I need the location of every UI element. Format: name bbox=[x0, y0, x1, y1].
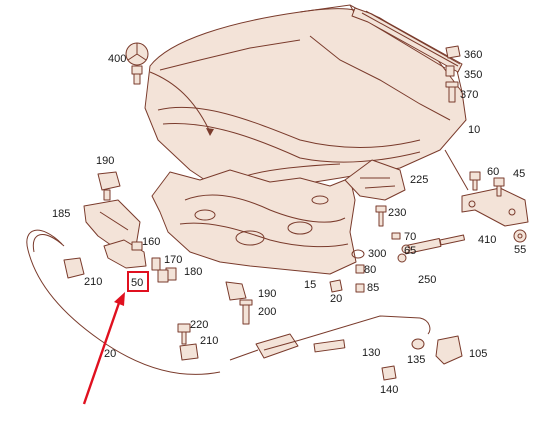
label-190-lower: 190 bbox=[258, 288, 276, 300]
red-pointer-arrow bbox=[82, 299, 122, 405]
hood-hinge[interactable] bbox=[461, 187, 529, 227]
label-370: 370 bbox=[460, 89, 478, 101]
label-60: 60 bbox=[487, 166, 499, 178]
cable-holder-190[interactable] bbox=[97, 171, 121, 201]
ring-300[interactable] bbox=[351, 249, 365, 259]
lock-210[interactable] bbox=[63, 257, 85, 279]
label-20-upper: 20 bbox=[330, 293, 342, 305]
part-labels: 400 360 350 370 10 190 185 160 170 180 2… bbox=[52, 49, 526, 396]
red-arrowhead bbox=[114, 292, 125, 306]
nut-55[interactable] bbox=[513, 229, 527, 243]
label-250: 250 bbox=[418, 274, 436, 286]
hood-assembly[interactable] bbox=[144, 4, 467, 195]
buffer-350[interactable] bbox=[445, 65, 455, 77]
label-350: 350 bbox=[464, 69, 482, 81]
label-80: 80 bbox=[364, 264, 376, 276]
label-300: 300 bbox=[368, 248, 386, 260]
emblem-arrowhead bbox=[206, 128, 214, 136]
hood-front-bracket[interactable] bbox=[344, 159, 406, 201]
emblem-leader-arrow bbox=[149, 71, 211, 133]
screw-230[interactable] bbox=[375, 205, 387, 227]
label-65: 65 bbox=[404, 245, 416, 257]
label-160: 160 bbox=[142, 236, 160, 248]
clip-80[interactable] bbox=[355, 264, 365, 274]
label-200: 200 bbox=[258, 306, 276, 318]
handle-105[interactable] bbox=[435, 335, 463, 365]
part-50[interactable] bbox=[157, 269, 169, 283]
label-360: 360 bbox=[464, 49, 482, 61]
hood-seal-strip[interactable] bbox=[351, 7, 463, 73]
clip-140[interactable] bbox=[381, 365, 397, 381]
label-210-lower: 210 bbox=[200, 335, 218, 347]
bolt-220[interactable] bbox=[177, 323, 191, 345]
cable-connector-130[interactable] bbox=[313, 339, 346, 353]
label-15: 15 bbox=[304, 279, 316, 291]
fastener-85[interactable] bbox=[355, 283, 365, 293]
bolt-45[interactable] bbox=[493, 177, 505, 197]
label-190-upper: 190 bbox=[96, 155, 114, 167]
bolt-200[interactable] bbox=[239, 299, 253, 325]
label-130: 130 bbox=[362, 347, 380, 359]
label-70: 70 bbox=[404, 231, 416, 243]
label-180: 180 bbox=[184, 266, 202, 278]
label-400: 400 bbox=[108, 53, 126, 65]
lock-210-lower[interactable] bbox=[179, 343, 199, 361]
hinge-leader-line bbox=[444, 149, 469, 191]
screw-370[interactable] bbox=[445, 81, 459, 103]
label-230: 230 bbox=[388, 207, 406, 219]
label-410: 410 bbox=[478, 234, 496, 246]
label-105: 105 bbox=[469, 348, 487, 360]
bumper-160[interactable] bbox=[131, 241, 143, 251]
clip-170[interactable] bbox=[151, 257, 161, 271]
clip-20-upper[interactable] bbox=[329, 279, 343, 293]
label-225: 225 bbox=[410, 174, 428, 186]
label-55: 55 bbox=[514, 244, 526, 256]
cable-end bbox=[32, 234, 65, 253]
label-185: 185 bbox=[52, 208, 70, 220]
label-50: 50 bbox=[131, 277, 143, 289]
grommet-65[interactable] bbox=[401, 244, 411, 254]
label-20-lower: 20 bbox=[104, 348, 116, 360]
release-cable[interactable] bbox=[26, 229, 221, 375]
grommet-135[interactable] bbox=[411, 338, 425, 350]
highlight-box bbox=[127, 271, 149, 292]
label-135: 135 bbox=[407, 354, 425, 366]
label-210-upper: 210 bbox=[84, 276, 102, 288]
clip-360[interactable] bbox=[445, 45, 461, 59]
label-220: 220 bbox=[190, 319, 208, 331]
label-85: 85 bbox=[367, 282, 379, 294]
release-bowden-cable[interactable] bbox=[229, 315, 431, 361]
label-170: 170 bbox=[164, 254, 182, 266]
label-10: 10 bbox=[468, 124, 480, 136]
hood-insulation-mat[interactable] bbox=[151, 169, 357, 275]
star-emblem-icon[interactable] bbox=[125, 42, 149, 85]
label-45: 45 bbox=[513, 168, 525, 180]
gas-strut[interactable] bbox=[397, 234, 466, 263]
clip-70[interactable] bbox=[391, 232, 401, 240]
bolt-60[interactable] bbox=[469, 171, 481, 191]
label-140: 140 bbox=[380, 384, 398, 396]
catch-190-lower[interactable] bbox=[225, 281, 247, 301]
